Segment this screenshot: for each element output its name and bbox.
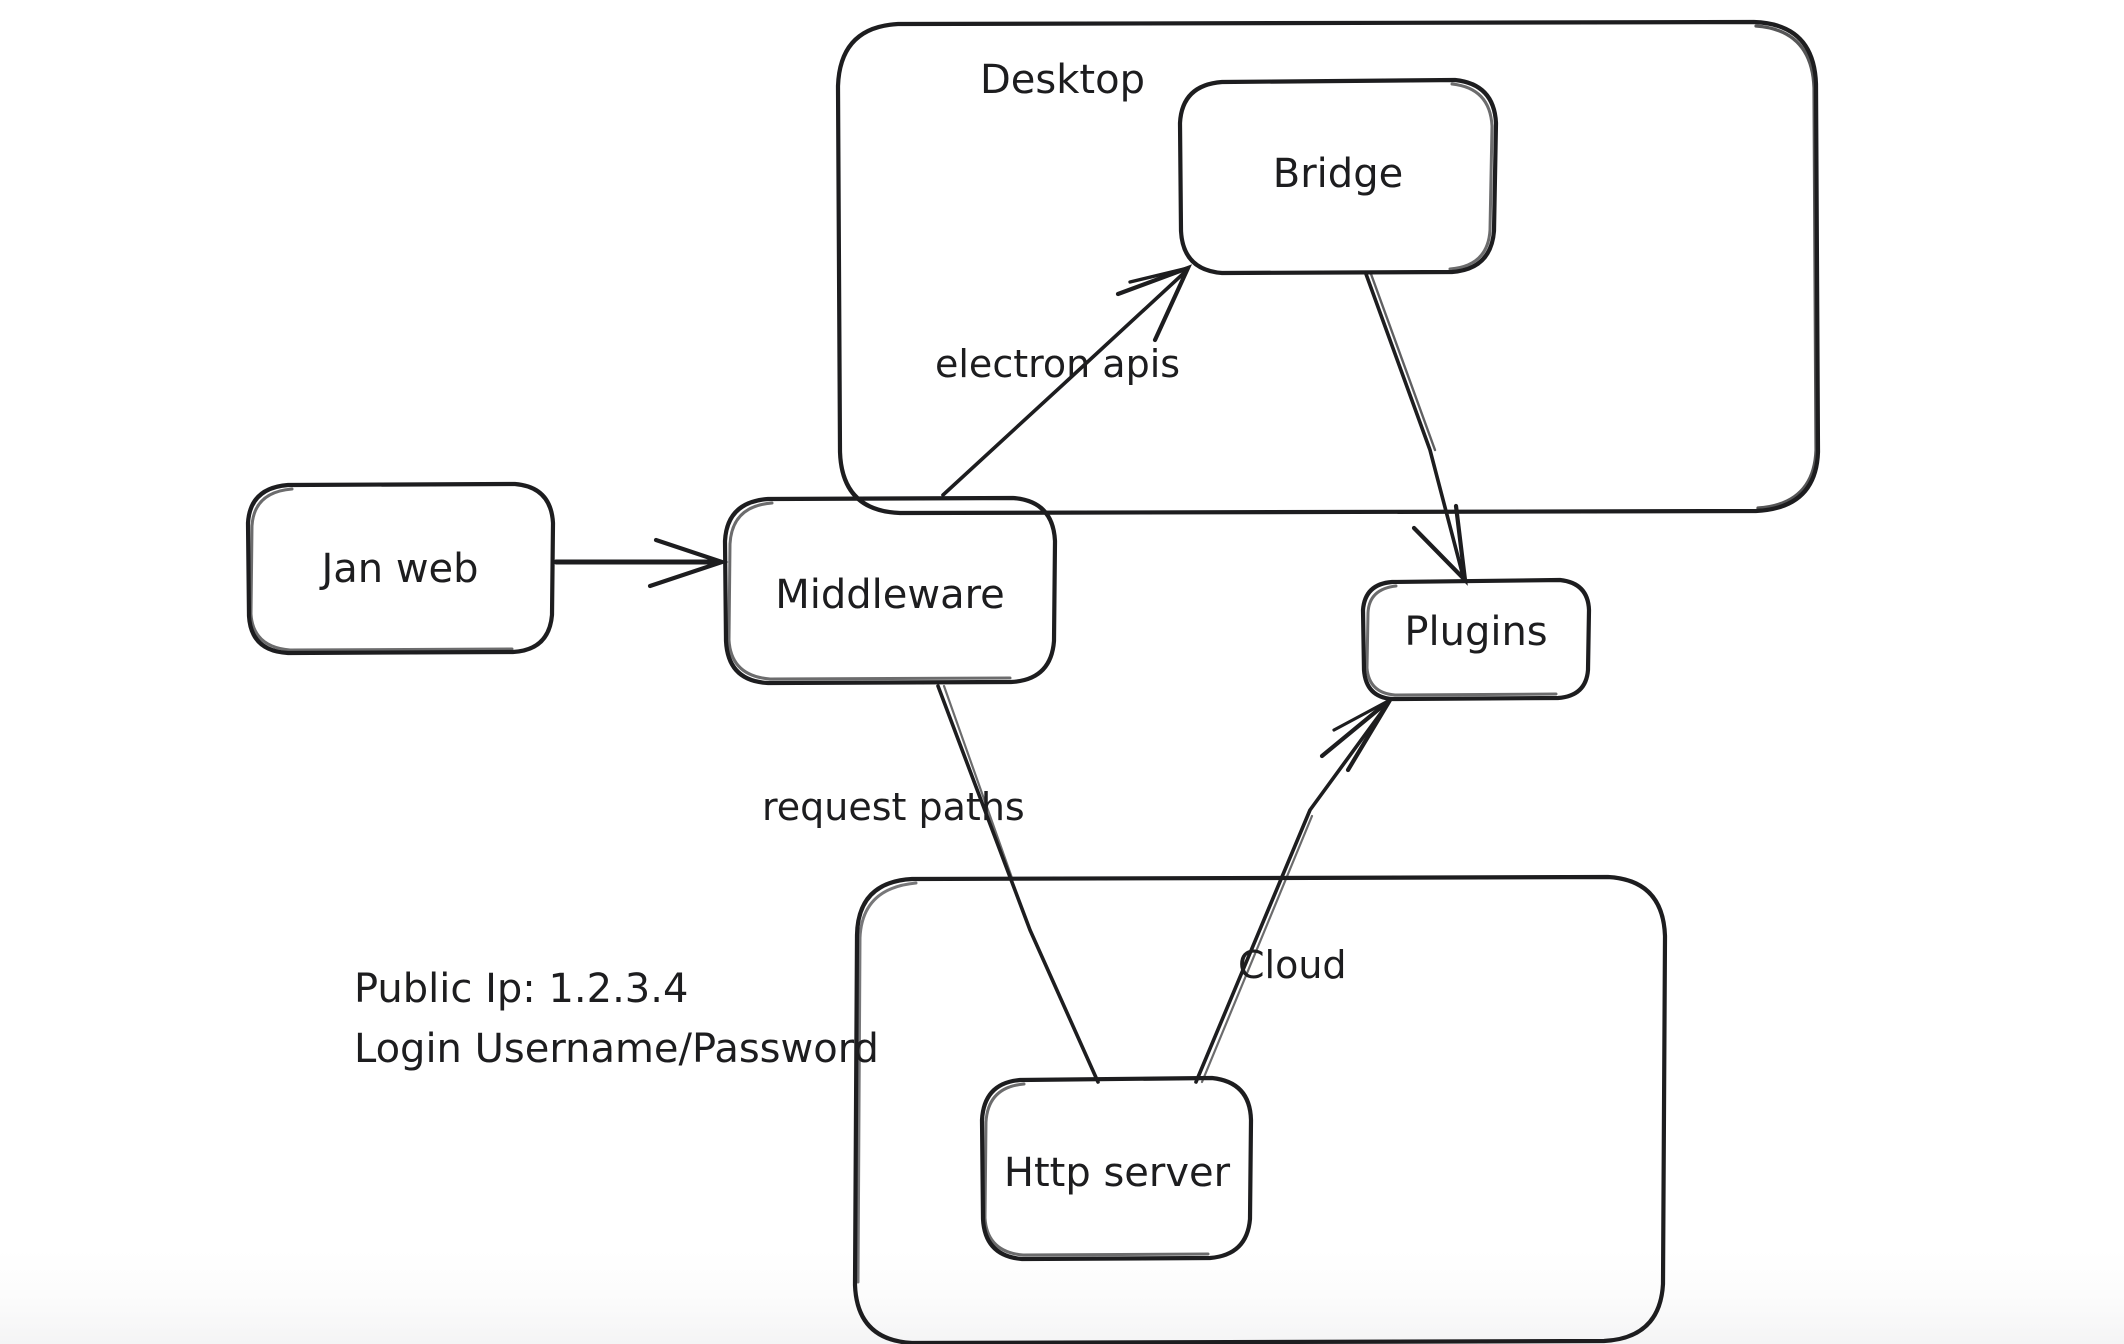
middleware-bridge-line	[941, 270, 1187, 497]
node-jan-web[interactable]: Jan web	[245, 481, 556, 656]
middleware-box-second-pass	[727, 501, 1012, 681]
jan-web-box-second-pass	[249, 487, 514, 652]
note-public-ip: Public Ip: 1.2.3.4	[354, 966, 688, 1012]
http-server-label: Http server	[1004, 1150, 1231, 1196]
jan-web-label: Jan web	[318, 546, 478, 592]
cloud-group-outline	[852, 874, 1668, 1344]
bridge-plugins-arrowhead	[1411, 503, 1468, 586]
edge-label-cloud: Cloud	[1238, 943, 1347, 987]
desktop-group-outline-second-pass	[1754, 24, 1818, 510]
httpserver-plugins-line-second-pass	[1200, 814, 1314, 1084]
plugins-box-second-pass	[1365, 584, 1558, 697]
http-server-box-outline	[979, 1075, 1254, 1262]
bridge-box-second-pass	[1448, 82, 1494, 271]
middleware-httpserver-line-second-pass	[942, 684, 1014, 880]
edge-label-electron-apis: electron apis	[935, 342, 1180, 386]
note-credentials: Public Ip: 1.2.3.4 Login Username/Passwo…	[354, 966, 879, 1072]
httpserver-plugins-arrowhead-barb	[1332, 698, 1392, 732]
edge-middleware-to-bridge: electron apis	[935, 264, 1193, 497]
edge-bridge-to-plugins	[1364, 272, 1468, 586]
group-cloud	[852, 874, 1668, 1344]
node-middleware[interactable]: Middleware	[722, 495, 1058, 686]
plugins-box-outline	[1360, 577, 1592, 702]
edge-label-request-paths: request paths	[762, 785, 1025, 829]
bridge-label: Bridge	[1273, 151, 1403, 197]
note-login: Login Username/Password	[354, 1026, 879, 1072]
middleware-label: Middleware	[775, 572, 1005, 618]
bridge-plugins-line	[1364, 272, 1465, 578]
middleware-box-outline	[722, 495, 1058, 686]
httpserver-plugins-line	[1194, 704, 1388, 1084]
middleware-httpserver-line	[936, 684, 1100, 1084]
janweb-middleware-arrowhead	[647, 537, 729, 589]
edge-httpserver-to-plugins: Cloud	[1194, 698, 1392, 1084]
jan-web-box-outline	[245, 481, 556, 656]
edge-middleware-to-http-server: request paths	[762, 684, 1100, 1084]
node-http-server[interactable]: Http server	[979, 1075, 1254, 1262]
bridge-box-outline	[1177, 77, 1499, 276]
plugins-label: Plugins	[1404, 609, 1547, 655]
node-plugins[interactable]: Plugins	[1360, 577, 1592, 702]
bridge-plugins-line-second-pass	[1369, 272, 1437, 452]
desktop-group-label: Desktop	[980, 57, 1145, 103]
http-server-box-second-pass	[983, 1082, 1210, 1257]
desktop-group-outline	[835, 19, 1821, 516]
httpserver-plugins-arrowhead	[1319, 698, 1392, 773]
middleware-bridge-arrowhead-barb	[1128, 266, 1190, 284]
edge-janweb-to-middleware	[553, 537, 729, 589]
group-desktop: Desktop	[835, 19, 1821, 516]
node-bridge[interactable]: Bridge	[1177, 77, 1499, 276]
cloud-group-outline-second-pass	[856, 881, 918, 1284]
